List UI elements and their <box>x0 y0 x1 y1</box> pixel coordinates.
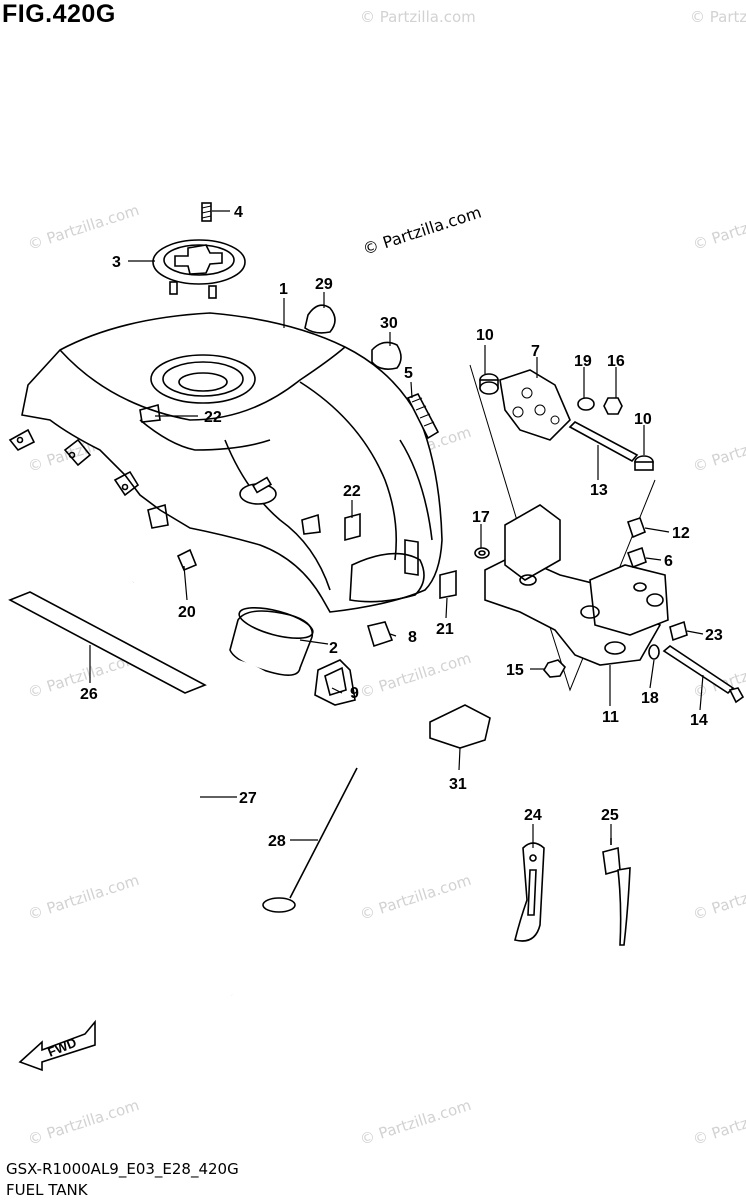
part-21-cushion[interactable] <box>439 569 457 599</box>
callout-8: 8 <box>408 629 417 646</box>
callout-29: 29 <box>315 276 333 293</box>
callout-24: 24 <box>524 807 542 824</box>
callout-11: 11 <box>602 709 619 726</box>
callout-4: 4 <box>234 204 243 221</box>
watermark-text: © Partzilla.com <box>358 1096 474 1149</box>
watermark-text: © Partzilla.com <box>691 871 746 924</box>
part-26-sheet[interactable] <box>8 591 207 694</box>
part-23-clip[interactable] <box>669 620 688 642</box>
callout-layer: 1 2 3 4 5 6 7 8 9 10 10 11 12 13 14 15 1… <box>80 204 723 850</box>
callout-20: 20 <box>178 604 196 621</box>
callout-9: 9 <box>350 685 359 702</box>
part-17-collar[interactable] <box>474 547 490 559</box>
watermark-text: © Partzilla.com <box>26 871 142 924</box>
watermark-main: © Partzilla.com <box>360 203 483 259</box>
part-10-collar-right[interactable] <box>634 455 654 471</box>
callout-25: 25 <box>601 807 619 824</box>
watermark-text: © Partzilla.com <box>691 201 746 254</box>
part-15-bolt[interactable] <box>543 659 566 678</box>
part-12-nut[interactable] <box>626 516 647 539</box>
callout-28: 28 <box>268 833 286 850</box>
part-18-washer[interactable] <box>648 644 660 660</box>
callout-30: 30 <box>380 315 398 332</box>
watermark-text: © Partzilla.com <box>26 201 142 254</box>
part-3-fuel-cap[interactable] <box>152 239 246 299</box>
callout-10-left: 10 <box>476 327 494 344</box>
watermark-text: © Partzilla.com <box>358 871 474 924</box>
part-2-cushion[interactable] <box>229 602 316 676</box>
watermark-text: © Partzilla.com <box>691 1096 746 1149</box>
part-16-bolt[interactable] <box>603 397 623 415</box>
part-6-nut[interactable] <box>626 546 647 569</box>
callout-5: 5 <box>404 365 413 382</box>
callout-6: 6 <box>664 553 673 570</box>
callout-16: 16 <box>607 353 625 370</box>
part-11-bracket[interactable] <box>484 504 669 666</box>
callout-2: 2 <box>329 640 338 657</box>
footer-code: GSX-R1000AL9_E03_E28_420G <box>6 1160 239 1178</box>
part-4-bolt[interactable] <box>201 202 212 222</box>
part-13-shaft[interactable] <box>568 421 639 463</box>
part-27-hose[interactable] <box>130 581 302 996</box>
callout-21: 21 <box>436 621 454 638</box>
callout-10-right: 10 <box>634 411 652 428</box>
watermark-text: © Partzilla.com <box>26 1096 142 1149</box>
callout-22-left: 22 <box>204 409 222 426</box>
part-25-tie[interactable] <box>602 838 631 946</box>
callout-15: 15 <box>506 662 524 679</box>
part-19-collar[interactable] <box>577 397 595 411</box>
watermark-text: © Partzilla.com <box>358 649 474 702</box>
callout-18: 18 <box>641 690 659 707</box>
callout-27: 27 <box>239 790 257 807</box>
part-10-collar[interactable] <box>479 373 499 395</box>
callout-26: 26 <box>80 686 98 703</box>
callout-23: 23 <box>705 627 723 644</box>
watermark-text: © Partzilla.com <box>690 8 746 26</box>
callout-19: 19 <box>574 353 592 370</box>
part-29-pad[interactable] <box>304 304 336 334</box>
footer-name: FUEL TANK <box>6 1181 88 1199</box>
part-30-pad[interactable] <box>371 341 402 370</box>
callout-14: 14 <box>690 712 708 729</box>
watermark-text: © Partzilla.com <box>691 423 746 476</box>
part-28-rod[interactable] <box>262 767 358 913</box>
part-5-strip-seal[interactable] <box>406 392 440 440</box>
callout-7: 7 <box>531 343 540 360</box>
part-24-clamp[interactable] <box>514 842 545 942</box>
part-31-pad[interactable] <box>429 704 491 749</box>
callout-22-right: 22 <box>343 483 361 500</box>
watermark-text: © Partzilla.com <box>360 8 476 26</box>
callout-3: 3 <box>112 254 121 271</box>
part-9-bracket[interactable] <box>314 659 356 706</box>
part-22-cushion[interactable] <box>344 512 361 542</box>
part-1-fuel-tank[interactable] <box>8 312 443 613</box>
part-14-bolt[interactable] <box>662 645 745 704</box>
callout-1: 1 <box>279 281 288 298</box>
part-7-plate[interactable] <box>499 369 571 441</box>
callout-13: 13 <box>590 482 608 499</box>
part-8-grommet[interactable] <box>366 621 394 648</box>
callout-12: 12 <box>672 525 690 542</box>
callout-31: 31 <box>449 776 467 793</box>
fwd-indicator: FWD <box>18 1019 96 1072</box>
part-20-cushion[interactable] <box>176 548 198 572</box>
callout-17: 17 <box>472 509 490 526</box>
leader-lines <box>89 210 704 848</box>
figure-title: FIG.420G <box>2 0 116 28</box>
